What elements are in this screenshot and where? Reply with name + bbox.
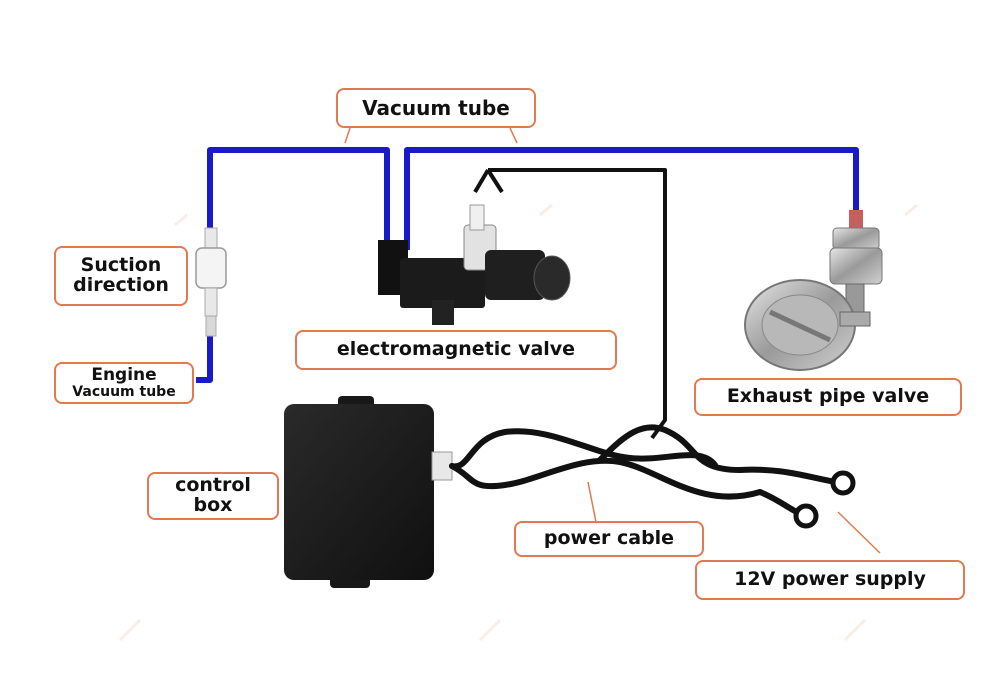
control-box — [284, 396, 453, 588]
power-supply-label: 12V power supply — [695, 560, 965, 600]
electromagnetic-valve — [378, 204, 571, 325]
engine-label-line2: Vacuum tube — [72, 383, 176, 400]
control-box-line2: box — [193, 494, 233, 516]
electromagnetic-valve-label: electromagnetic valve — [295, 330, 617, 370]
vacuum-tube-label: Vacuum tube — [336, 88, 536, 128]
power-cable — [449, 424, 838, 519]
power-terminals — [793, 470, 856, 529]
leader-lines — [344, 127, 881, 554]
exhaust-pipe-valve-label-text: Exhaust pipe valve — [726, 385, 930, 408]
suction-direction-label: Suction direction — [54, 246, 188, 306]
power-supply-label-text: 12V power supply — [734, 568, 926, 591]
control-box-line1: control — [175, 474, 251, 497]
vacuum-tube-lines — [196, 147, 859, 383]
vacuum-tube-label-text: Vacuum tube — [362, 95, 510, 120]
power-cable-label: power cable — [514, 521, 704, 557]
engine-vacuum-tube-label: Engine Vacuum tube — [54, 362, 194, 404]
check-valve — [195, 227, 227, 337]
control-wire — [473, 168, 667, 440]
engine-label-line1: Engine — [91, 364, 157, 385]
power-cable-label-text: power cable — [543, 527, 675, 550]
control-box-label: control box — [147, 472, 279, 520]
suction-direction-line1: Suction — [80, 254, 162, 277]
exhaust-pipe-valve-label: Exhaust pipe valve — [694, 378, 962, 416]
electromagnetic-valve-label-text: electromagnetic valve — [336, 338, 576, 361]
watermark — [118, 203, 918, 642]
exhaust-pipe-valve — [744, 210, 883, 371]
suction-direction-line2: direction — [73, 274, 169, 296]
